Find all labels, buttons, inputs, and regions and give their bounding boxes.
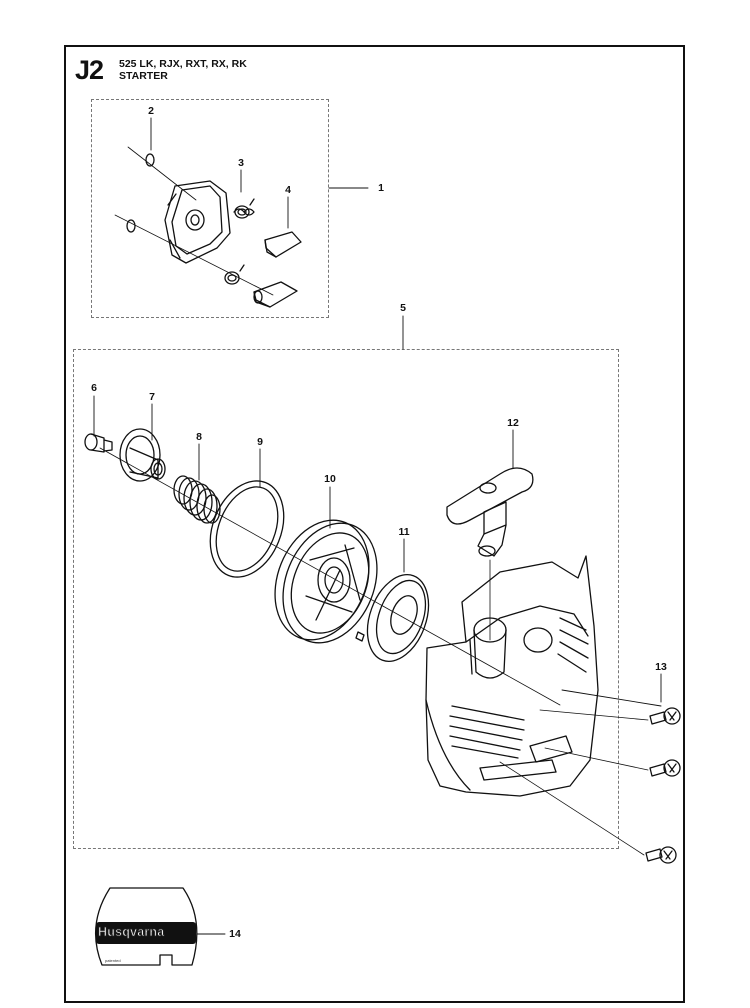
part-11-spring-cassette	[355, 573, 430, 663]
part-1-pawl-hub	[164, 180, 231, 264]
part-7-flange	[119, 428, 166, 482]
part-2-retaining-ring	[126, 153, 155, 233]
callout-8: 8	[196, 431, 202, 443]
callout-11: 11	[398, 526, 410, 538]
callout-14: 14	[229, 928, 241, 940]
callout-12: 12	[507, 417, 519, 429]
callout-1: 1	[378, 182, 384, 194]
callout-4: 4	[285, 184, 291, 196]
model-list: 525 LK, RJX, RXT, RX, RK	[119, 58, 247, 70]
assembly-axis	[99, 146, 561, 706]
callout-2: 2	[148, 105, 154, 117]
callout-6: 6	[91, 382, 97, 394]
part-14-decal	[94, 887, 198, 966]
callout-7: 7	[149, 391, 155, 403]
part-12-handle	[446, 467, 534, 557]
pawl-assembly-box	[91, 99, 329, 318]
section-title: STARTER	[119, 70, 168, 82]
part-4-pawl	[253, 231, 302, 308]
callout-13: 13	[655, 661, 667, 673]
part-13-bolt	[499, 707, 681, 864]
part-5-starter-housing	[425, 555, 599, 797]
husqvarna-decal-logo: Husqvarna	[98, 925, 165, 940]
starter-assembly-box	[73, 349, 619, 849]
page-code: J2	[75, 55, 104, 85]
page-frame	[64, 45, 685, 1003]
callout-9: 9	[257, 436, 263, 448]
leader-lines	[93, 117, 662, 935]
part-6-screw	[84, 433, 113, 453]
callout-10: 10	[324, 473, 336, 485]
part-3-spring	[224, 198, 255, 285]
part-10-pulley	[274, 519, 378, 644]
callout-3: 3	[238, 157, 244, 169]
part-8-coil-spring	[173, 475, 221, 524]
callout-5: 5	[400, 302, 406, 314]
decal-small-text: patented	[105, 958, 121, 963]
part-9-ring	[209, 480, 285, 578]
